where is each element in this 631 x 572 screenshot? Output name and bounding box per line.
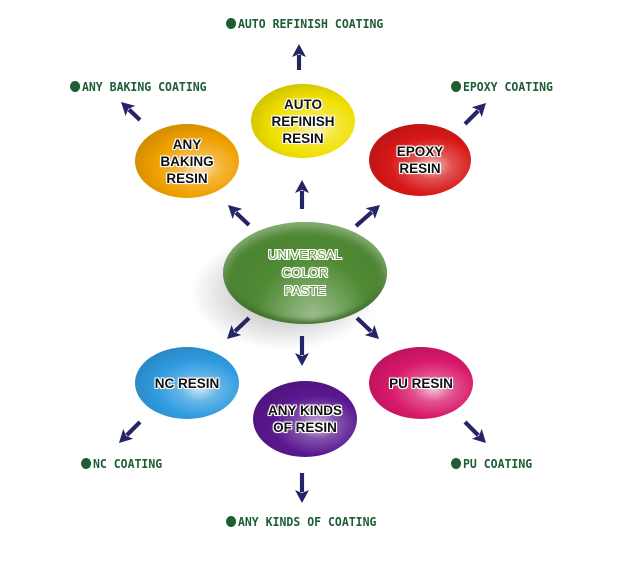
resin-node-any-kinds: ANY KINDS OF RESIN (253, 381, 357, 457)
arrow-head-icon (295, 490, 309, 503)
arrow-head-icon (227, 324, 242, 339)
arrow-head-icon (364, 324, 379, 339)
arrow-head-icon (119, 428, 134, 443)
center-label-wrap: UNIVERSAL COLOR PASTE (223, 222, 387, 324)
coating-label-any-baking: ANY BAKING COATING (70, 79, 207, 94)
bullet-icon (451, 81, 462, 92)
bullet-icon (451, 458, 462, 469)
coating-label-any-kinds: ANY KINDS OF COATING (226, 514, 376, 529)
arrow-head-icon (295, 353, 309, 366)
arrow-head-icon (292, 44, 306, 57)
arrow-to-nc-coating (119, 420, 142, 443)
arrow-to-epoxy-coating (463, 103, 486, 126)
center-node-universal-color-paste (223, 222, 387, 324)
bullet-icon (70, 81, 81, 92)
arrow-to-auto-refinish-resin (295, 180, 309, 209)
resin-node-any-baking: ANY BAKING RESIN (135, 124, 239, 198)
arrow-shaft (463, 109, 480, 126)
arrow-to-epoxy-resin (354, 205, 380, 228)
arrow-shaft (463, 420, 480, 437)
arrow-shaft (354, 210, 374, 228)
arrow-head-icon (471, 428, 486, 443)
arrow-head-icon (471, 103, 486, 118)
center-label: UNIVERSAL COLOR PASTE (268, 247, 342, 298)
arrow-shaft (125, 420, 142, 437)
resin-node-pu: PU RESIN (369, 347, 473, 419)
arrow-shaft (127, 108, 142, 122)
arrow-head-icon (121, 102, 136, 117)
arrow-to-nc-resin (227, 316, 251, 339)
resin-node-nc: NC RESIN (135, 347, 239, 419)
arrow-to-any-baking-coating (121, 102, 142, 122)
coating-label-nc: NC COATING (81, 456, 162, 471)
arrow-head-icon (365, 205, 380, 219)
arrow-head-icon (228, 205, 243, 220)
coating-label-epoxy: EPOXY COATING (451, 79, 553, 94)
arrow-shaft (355, 316, 373, 333)
arrow-to-pu-resin (355, 316, 379, 339)
arrow-head-icon (295, 180, 309, 193)
arrow-shaft (234, 211, 251, 227)
bullet-icon (226, 18, 237, 29)
arrow-shaft (233, 316, 251, 333)
arrow-to-any-kinds-resin (295, 336, 309, 366)
arrow-to-any-baking-resin (228, 205, 251, 227)
arrow-to-any-kinds-coating (295, 473, 309, 503)
resin-node-auto-refinish: AUTO REFINISH RESIN (251, 84, 355, 158)
arrow-to-pu-coating (463, 420, 486, 443)
arrow-to-auto-refinish-coating (292, 44, 306, 70)
bullet-icon (81, 458, 92, 469)
coating-label-auto-refinish: AUTO REFINISH COATING (226, 16, 383, 31)
resin-node-epoxy: EPOXY RESIN (369, 124, 471, 196)
coating-label-pu: PU COATING (451, 456, 532, 471)
bullet-icon (226, 516, 237, 527)
